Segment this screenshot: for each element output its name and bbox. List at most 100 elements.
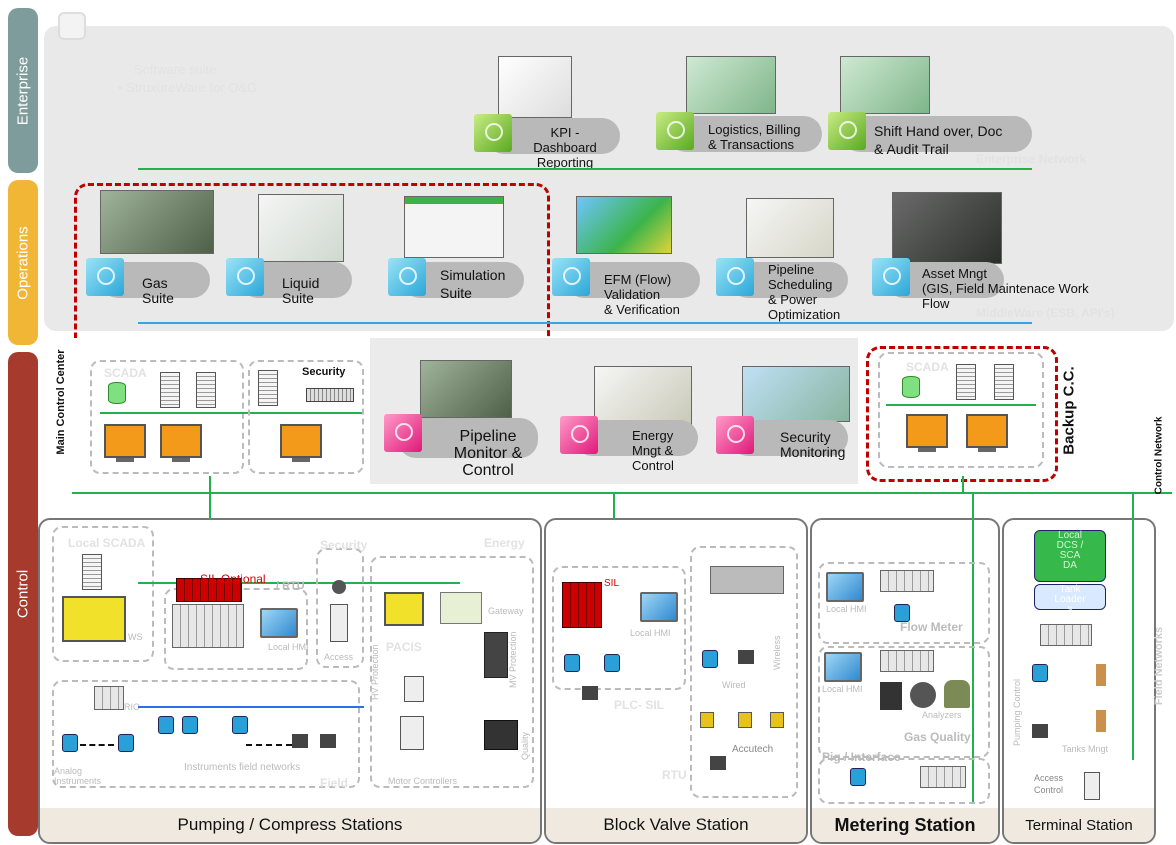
gas-suite-icon[interactable] [86, 258, 124, 296]
analyzer-3 [944, 680, 970, 708]
simulation-screenshot [404, 196, 504, 258]
scada-server-1 [160, 372, 180, 408]
logistics-app-icon[interactable] [656, 112, 694, 150]
liquid-suite-icon[interactable] [226, 258, 264, 296]
flow-meter-group [818, 562, 990, 644]
rio-label: RIO [124, 702, 141, 712]
field-label: Field [320, 776, 349, 790]
block-local-hmi[interactable] [640, 592, 678, 622]
security-monitoring-icon[interactable] [716, 416, 754, 454]
scada-workstation-2[interactable] [160, 424, 202, 462]
energy-screenshot [594, 366, 692, 426]
enterprise-network-line [138, 168, 1032, 170]
access-control-label: Access Control [1034, 773, 1064, 795]
backup-drop-line [962, 476, 964, 494]
efm-app-icon[interactable] [552, 258, 590, 296]
flow-plc [880, 570, 934, 592]
shift-app-icon[interactable] [828, 112, 866, 150]
flow-instrument [894, 604, 910, 622]
rtu-station-label: RTU [662, 768, 687, 782]
tanks-mngt-label: Tanks Mngt [1062, 744, 1109, 754]
backup-workstation-1[interactable] [906, 414, 948, 452]
analog-instrument-2 [118, 734, 134, 752]
enterprise-band-label: Enterprise [14, 56, 32, 125]
security-group [248, 360, 364, 474]
gateway-label: Gateway [488, 606, 524, 616]
scada-workstation-1[interactable] [104, 424, 146, 462]
quality-analyzer [484, 720, 518, 750]
local-hmi-panel[interactable] [260, 608, 298, 638]
accutech-1 [700, 712, 714, 728]
scada-server-2 [196, 372, 216, 408]
pipeline-monitor-label: Pipeline Monitor & Control [453, 428, 523, 479]
monitor-icon [58, 12, 86, 40]
security-monitoring-label: Security Monitoring [780, 429, 846, 460]
plc-sil-device [562, 582, 602, 628]
gas-quality-label: Gas Quality [904, 730, 971, 744]
control-network-line [72, 492, 1172, 494]
gas-quality-group [818, 646, 990, 758]
pumping-station-title: Pumping / Compress Stations [40, 808, 540, 842]
energy-mgmt-label: Energy Mngt & Control [632, 428, 674, 473]
access-reader [330, 604, 348, 642]
software-bullet: • StruxureWare for O&G [118, 80, 258, 95]
sil-plc [176, 578, 242, 602]
backup-workstation-2[interactable] [966, 414, 1008, 452]
liquid-suite-label: Liquid Suite [282, 275, 320, 306]
field-link [246, 744, 292, 746]
block-instrument-1 [564, 654, 580, 672]
radar-gauge-1 [1096, 664, 1106, 686]
radar-gauge-2 [1096, 710, 1106, 732]
metering-station-title: Metering Station [812, 808, 998, 842]
simulation-suite-icon[interactable] [388, 258, 426, 296]
pipeline-monitor-screenshot [420, 360, 512, 418]
field-networks-label-box: Field Networks [1150, 600, 1168, 740]
pacis-monitor[interactable] [384, 592, 424, 626]
kpi-app-icon[interactable] [474, 114, 512, 152]
analog-instrument-1 [62, 734, 78, 752]
pig-interface-label: Pig / Interface [822, 750, 901, 764]
database-icon [108, 382, 126, 404]
metering-hmi-2-label: Local HMI [822, 684, 863, 694]
flow-meter-label: Flow Meter [900, 620, 963, 634]
block-valve-title: Block Valve Station [546, 808, 806, 842]
field-instrument-1 [158, 716, 174, 734]
rtu-device [710, 566, 784, 594]
scheduling-label-clip: Pipeline Scheduling & Power Optimization [768, 262, 856, 324]
efm-screenshot [576, 196, 672, 254]
gas-screenshot [100, 190, 214, 254]
access-control-reader [1084, 772, 1100, 800]
shift-pill[interactable] [842, 116, 1032, 152]
firewall-icon [306, 388, 354, 402]
quality-label: Quality [520, 731, 530, 760]
pacis-label: PACIS [386, 640, 422, 654]
metering-hmi-1[interactable] [826, 572, 864, 602]
sil-optional-label: SIL Optional [200, 572, 266, 586]
software-suite-text: Software suite [134, 62, 217, 77]
asset-app-icon[interactable] [872, 258, 910, 296]
local-hmi-label: Local HMI [268, 642, 309, 652]
metering-hmi-2[interactable] [824, 652, 862, 682]
field-instrument-2 [182, 716, 198, 734]
local-scada-server [82, 554, 102, 590]
analyzers-label: Analyzers [922, 710, 962, 720]
energy-mgmt-icon[interactable] [560, 416, 598, 454]
tank-loader: Tank Loader s [1034, 584, 1106, 615]
scheduling-app-icon[interactable] [716, 258, 754, 296]
cc-lan-line [100, 412, 364, 414]
accutech-2 [738, 712, 752, 728]
rtu-plc [172, 604, 244, 648]
pumping-control-label: Pumping Control [1012, 678, 1022, 746]
security-workstation[interactable] [280, 424, 322, 462]
rtu-group [690, 546, 798, 798]
control-network-label: Control Network [1153, 416, 1165, 495]
accutech-valve [710, 756, 726, 770]
backup-cc-label: Backup C.C. [1060, 366, 1078, 455]
terminal-plc [1040, 624, 1092, 646]
logistics-screenshot [686, 56, 776, 114]
backup-server-1 [956, 364, 976, 400]
ws-monitor[interactable] [62, 596, 126, 642]
field-valve-1 [292, 734, 308, 748]
pipeline-monitor-icon[interactable] [384, 414, 422, 452]
pump-valve [1032, 724, 1048, 738]
